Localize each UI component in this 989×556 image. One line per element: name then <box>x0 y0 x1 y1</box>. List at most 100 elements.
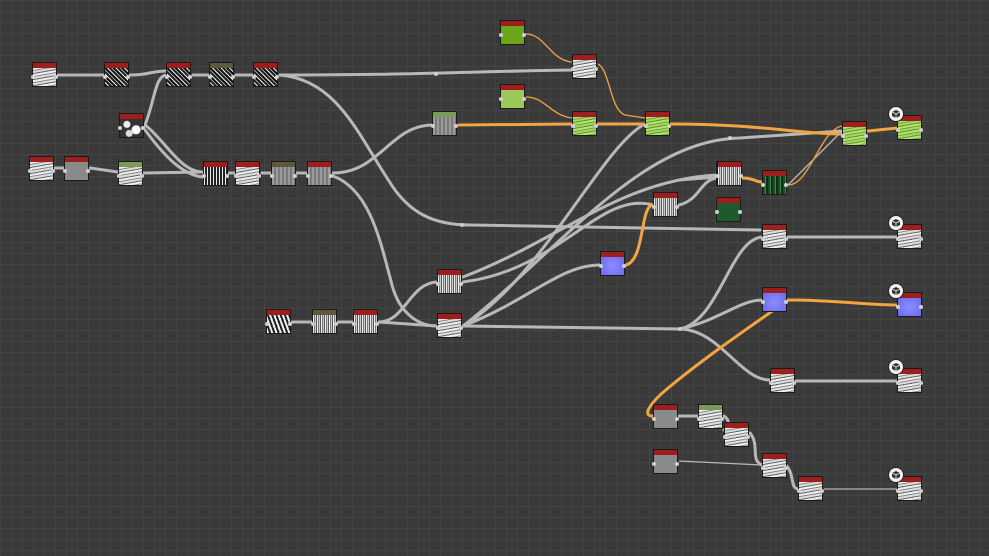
output-port[interactable] <box>746 435 750 439</box>
output-port[interactable] <box>141 126 145 130</box>
input-port[interactable] <box>165 75 169 79</box>
input-port[interactable] <box>896 305 900 309</box>
input-port[interactable] <box>716 174 720 178</box>
output-port[interactable] <box>454 124 458 128</box>
graph-node[interactable] <box>761 170 788 195</box>
output-port[interactable] <box>225 174 229 178</box>
input-port[interactable] <box>652 462 656 466</box>
input-port[interactable] <box>202 174 206 178</box>
output-port[interactable] <box>792 381 796 385</box>
input-port[interactable] <box>761 237 765 241</box>
input-port[interactable] <box>63 169 67 173</box>
graph-node[interactable] <box>761 453 788 478</box>
graph-node[interactable] <box>63 156 90 181</box>
output-port[interactable] <box>459 326 463 330</box>
graph-node[interactable] <box>716 161 743 186</box>
input-port[interactable] <box>896 128 900 132</box>
output-port[interactable] <box>375 322 379 326</box>
input-port[interactable] <box>118 126 122 130</box>
graph-node[interactable] <box>769 368 796 393</box>
output-port[interactable] <box>54 75 58 79</box>
input-port[interactable] <box>571 124 575 128</box>
input-port[interactable] <box>761 300 765 304</box>
graph-node[interactable] <box>715 197 742 222</box>
input-port[interactable] <box>715 210 719 214</box>
input-port[interactable] <box>896 237 900 241</box>
input-port[interactable] <box>252 75 256 79</box>
output-port[interactable] <box>784 237 788 241</box>
graph-node[interactable] <box>28 156 55 181</box>
output-port[interactable] <box>594 124 598 128</box>
graph-node[interactable] <box>306 161 333 186</box>
graph-node[interactable] <box>436 313 463 338</box>
output-port[interactable] <box>594 67 598 71</box>
input-port[interactable] <box>896 489 900 493</box>
input-port[interactable] <box>841 134 845 138</box>
graph-node[interactable] <box>599 251 626 276</box>
input-port[interactable] <box>431 124 435 128</box>
graph-node[interactable] <box>797 476 824 501</box>
output-port[interactable] <box>522 33 526 37</box>
output-port[interactable] <box>126 75 130 79</box>
graph-node[interactable] <box>652 449 679 474</box>
input-port[interactable] <box>306 174 310 178</box>
input-port[interactable] <box>265 322 269 326</box>
input-port[interactable] <box>652 417 656 421</box>
input-port[interactable] <box>769 381 773 385</box>
input-port[interactable] <box>644 124 648 128</box>
output-port[interactable] <box>86 169 90 173</box>
graph-node[interactable] <box>103 62 130 87</box>
output-port[interactable] <box>919 489 923 493</box>
output-port[interactable] <box>675 417 679 421</box>
input-port[interactable] <box>499 97 503 101</box>
graph-node[interactable] <box>644 111 671 136</box>
input-port[interactable] <box>652 205 656 209</box>
input-port[interactable] <box>896 381 900 385</box>
output-port[interactable] <box>919 305 923 309</box>
graph-node[interactable] <box>352 309 379 334</box>
output-port[interactable] <box>522 97 526 101</box>
graph-node[interactable] <box>431 111 458 136</box>
graph-node[interactable] <box>761 224 788 249</box>
input-port[interactable] <box>234 174 238 178</box>
output-node-icon[interactable] <box>888 359 904 375</box>
output-port[interactable] <box>675 462 679 466</box>
output-port[interactable] <box>784 183 788 187</box>
input-port[interactable] <box>436 326 440 330</box>
input-port[interactable] <box>436 282 440 286</box>
graph-node[interactable] <box>571 111 598 136</box>
output-port[interactable] <box>288 322 292 326</box>
graph-node[interactable] <box>896 368 923 393</box>
graph-node[interactable] <box>896 224 923 249</box>
graph-node[interactable] <box>896 292 923 317</box>
graph-node[interactable] <box>652 404 679 429</box>
input-port[interactable] <box>103 75 107 79</box>
graph-node[interactable] <box>896 476 923 501</box>
graph-node[interactable] <box>252 62 279 87</box>
graph-node[interactable] <box>31 62 58 87</box>
output-port[interactable] <box>667 124 671 128</box>
graph-node[interactable] <box>841 121 868 146</box>
input-port[interactable] <box>270 174 274 178</box>
input-port[interactable] <box>797 489 801 493</box>
output-port[interactable] <box>784 466 788 470</box>
output-port[interactable] <box>919 128 923 132</box>
output-port[interactable] <box>784 300 788 304</box>
output-port[interactable] <box>738 210 742 214</box>
graph-node[interactable] <box>165 62 192 87</box>
output-port[interactable] <box>864 134 868 138</box>
input-port[interactable] <box>697 417 701 421</box>
graph-node[interactable] <box>234 161 261 186</box>
output-port[interactable] <box>622 264 626 268</box>
input-port[interactable] <box>28 169 32 173</box>
input-port[interactable] <box>599 264 603 268</box>
output-port[interactable] <box>51 169 55 173</box>
output-node-icon[interactable] <box>888 106 904 122</box>
input-port[interactable] <box>761 183 765 187</box>
graph-node[interactable] <box>571 54 598 79</box>
output-node-icon[interactable] <box>888 283 904 299</box>
output-node-icon[interactable] <box>888 467 904 483</box>
graph-node[interactable] <box>499 84 526 109</box>
output-port[interactable] <box>275 75 279 79</box>
